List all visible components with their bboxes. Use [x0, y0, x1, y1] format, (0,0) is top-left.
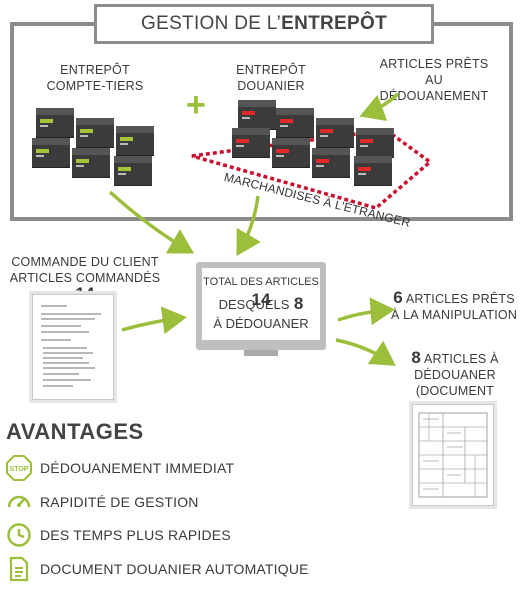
ready-count: 6 — [393, 288, 403, 307]
advantage-item-faster-times: DES TEMPS PLUS RAPIDES — [6, 522, 231, 548]
of-which-line: DESQUELS 8 — [202, 294, 320, 314]
ready-articles-label: 6 ARTICLES PRÊTS À LA MANIPULATION — [382, 288, 526, 323]
of-which-label: DESQUELS — [218, 297, 290, 312]
advantage-item-immediate-clearance: STOP DÉDOUANEMENT IMMEDIAT — [6, 455, 234, 481]
advantage-item-fast-management: RAPIDITÉ DE GESTION — [6, 489, 199, 515]
crate — [72, 148, 110, 178]
crate — [76, 118, 114, 148]
page-title: GESTION DE L’ENTREPÔT — [94, 4, 434, 44]
customs-count: 8 — [411, 348, 421, 367]
plus-icon: + — [186, 86, 206, 124]
title-bold: ENTREPÔT — [281, 13, 387, 34]
ready-label-line2: À LA MANIPULATION — [390, 308, 518, 322]
crate — [116, 126, 154, 156]
order-document — [32, 294, 114, 400]
crate — [36, 108, 74, 138]
speedometer-icon — [6, 489, 32, 515]
advantage-label: DOCUMENT DOUANIER AUTOMATIQUE — [40, 561, 309, 577]
total-count: 14 — [251, 290, 271, 309]
ready-label-line1: ARTICLES PRÊTS — [405, 292, 515, 306]
title-prefix: GESTION DE L’ — [141, 13, 282, 34]
customs-label-line1: ENTREPÔT — [236, 63, 306, 77]
customs-out-label-line1: ARTICLES À — [423, 352, 499, 366]
customs-out-label-line2: DÉDOUANER — [414, 368, 496, 382]
total-line: TOTAL DES ARTICLES 14 — [202, 272, 320, 310]
advantage-label: RAPIDITÉ DE GESTION — [40, 494, 199, 510]
total-label: TOTAL DES ARTICLES — [203, 276, 319, 288]
third-party-label-line2: COMPTE-TIERS — [46, 79, 144, 93]
crate — [238, 100, 276, 130]
customs-warehouse-label: ENTREPÔT DOUANIER — [226, 62, 316, 94]
clock-icon — [6, 522, 32, 548]
svg-text:STOP: STOP — [10, 466, 29, 473]
monitor-screen: TOTAL DES ARTICLES 14 DESQUELS 8 À DÉDOU… — [202, 268, 320, 340]
stop-sign-icon: STOP — [6, 455, 32, 481]
crate — [316, 118, 354, 148]
crate — [356, 128, 394, 158]
advantages-title: AVANTAGES — [6, 419, 144, 444]
cleared-label-line1: ARTICLES PRÊTS AU — [379, 57, 489, 87]
cleared-label-line2: DÉDOUANEMENT — [379, 89, 489, 103]
to-clear-label: À DÉDOUANER — [213, 316, 309, 331]
crate — [32, 138, 70, 168]
crate — [312, 148, 350, 178]
crate — [272, 138, 310, 168]
computer-monitor: TOTAL DES ARTICLES 14 DESQUELS 8 À DÉDOU… — [196, 262, 326, 350]
monitor-stand — [244, 350, 278, 356]
third-party-label-line1: ENTREPÔT — [60, 63, 130, 77]
third-party-warehouse-label: ENTREPÔT COMPTE-TIERS — [40, 62, 150, 94]
order-label-line1: COMMANDE DU CLIENT — [11, 255, 159, 269]
crate — [232, 128, 270, 158]
crate — [114, 156, 152, 186]
crate — [354, 156, 392, 186]
customs-label-line2: DOUANIER — [237, 79, 305, 93]
advantage-label: DÉDOUANEMENT IMMEDIAT — [40, 460, 235, 476]
customs-document — [412, 404, 494, 506]
advantage-item-automatic-document: DOCUMENT DOUANIER AUTOMATIQUE — [6, 556, 309, 582]
customs-form-icon — [418, 412, 488, 498]
of-which-count: 8 — [293, 294, 304, 313]
advantage-label: DES TEMPS PLUS RAPIDES — [40, 527, 231, 543]
cleared-articles-label: ARTICLES PRÊTS AU DÉDOUANEMENT — [370, 56, 498, 104]
order-label-line2: ARTICLES COMMANDÉS — [9, 271, 161, 285]
crate — [276, 108, 314, 138]
document-icon — [6, 556, 32, 582]
